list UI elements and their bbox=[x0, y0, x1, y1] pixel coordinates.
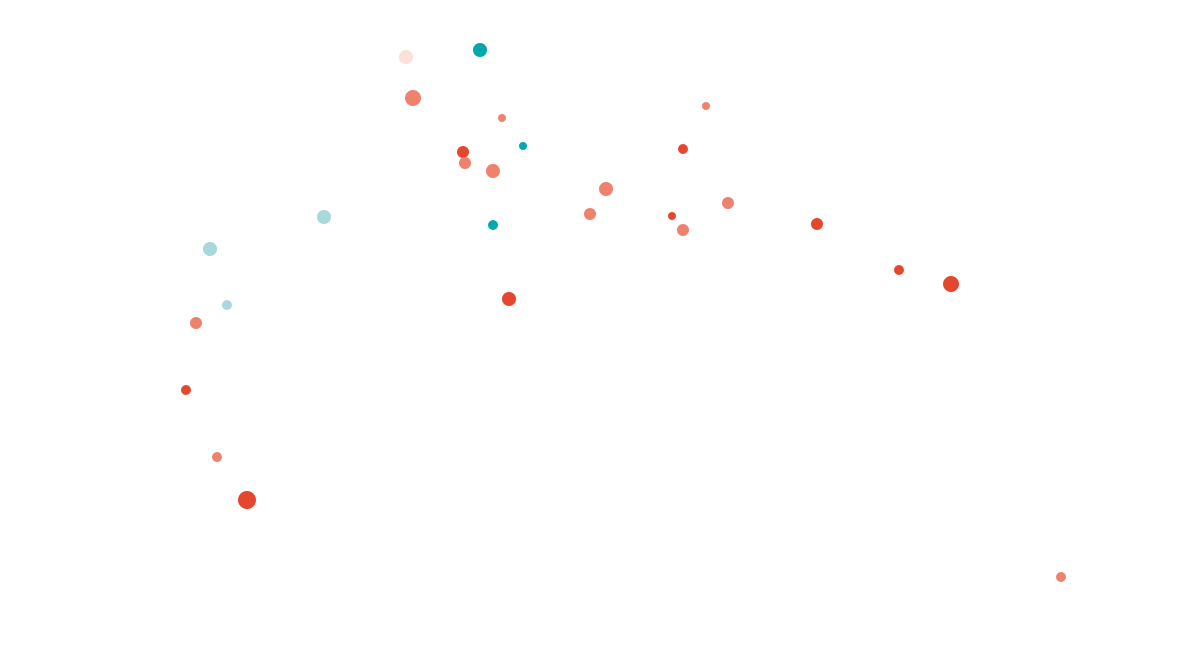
scatter-point-8 bbox=[459, 157, 471, 169]
scatter-point-24 bbox=[190, 317, 202, 329]
scatter-point-19 bbox=[203, 242, 217, 256]
scatter-point-12 bbox=[722, 197, 734, 209]
scatter-point-17 bbox=[317, 210, 331, 224]
scatter-point-13 bbox=[584, 208, 596, 220]
scatter-point-28 bbox=[1056, 572, 1066, 582]
scatter-point-1 bbox=[399, 50, 413, 64]
scatter-point-3 bbox=[405, 90, 421, 106]
scatter-point-26 bbox=[212, 452, 222, 462]
scatter-point-20 bbox=[894, 265, 904, 275]
scatter-point-7 bbox=[457, 146, 469, 158]
scatter-point-18 bbox=[488, 220, 498, 230]
scatter-point-10 bbox=[678, 144, 688, 154]
scatter-point-9 bbox=[486, 164, 500, 178]
scatter-point-22 bbox=[502, 292, 516, 306]
scatter-point-25 bbox=[181, 385, 191, 395]
scatter-point-21 bbox=[943, 276, 959, 292]
scatter-point-6 bbox=[519, 142, 527, 150]
scatter-point-16 bbox=[811, 218, 823, 230]
scatter-point-11 bbox=[599, 182, 613, 196]
points-layer bbox=[181, 43, 1066, 582]
scatter-point-23 bbox=[222, 300, 232, 310]
scatter-point-27 bbox=[238, 491, 256, 509]
scatter-point-4 bbox=[498, 114, 506, 122]
scatter-point-14 bbox=[668, 212, 676, 220]
scatter-point-2 bbox=[473, 43, 487, 57]
scatter-point-15 bbox=[677, 224, 689, 236]
scatter-point-5 bbox=[702, 102, 710, 110]
